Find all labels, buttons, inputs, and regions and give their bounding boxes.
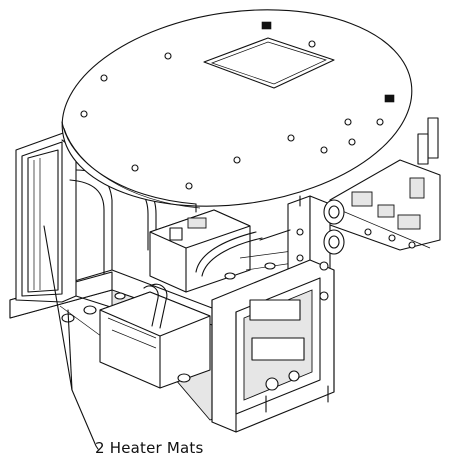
- central-block: [99, 209, 301, 389]
- front-frame: [211, 259, 335, 433]
- connector-bracket: [259, 195, 345, 281]
- heater-mats-callout-label: 2 Heater Mats: [95, 439, 204, 457]
- top-plate: [61, 9, 413, 213]
- callout-leader: [43, 225, 99, 450]
- heater-frame: [15, 131, 157, 311]
- electronics-board: [329, 117, 441, 251]
- base-fasteners: [61, 262, 276, 383]
- plate-holes: [80, 40, 384, 190]
